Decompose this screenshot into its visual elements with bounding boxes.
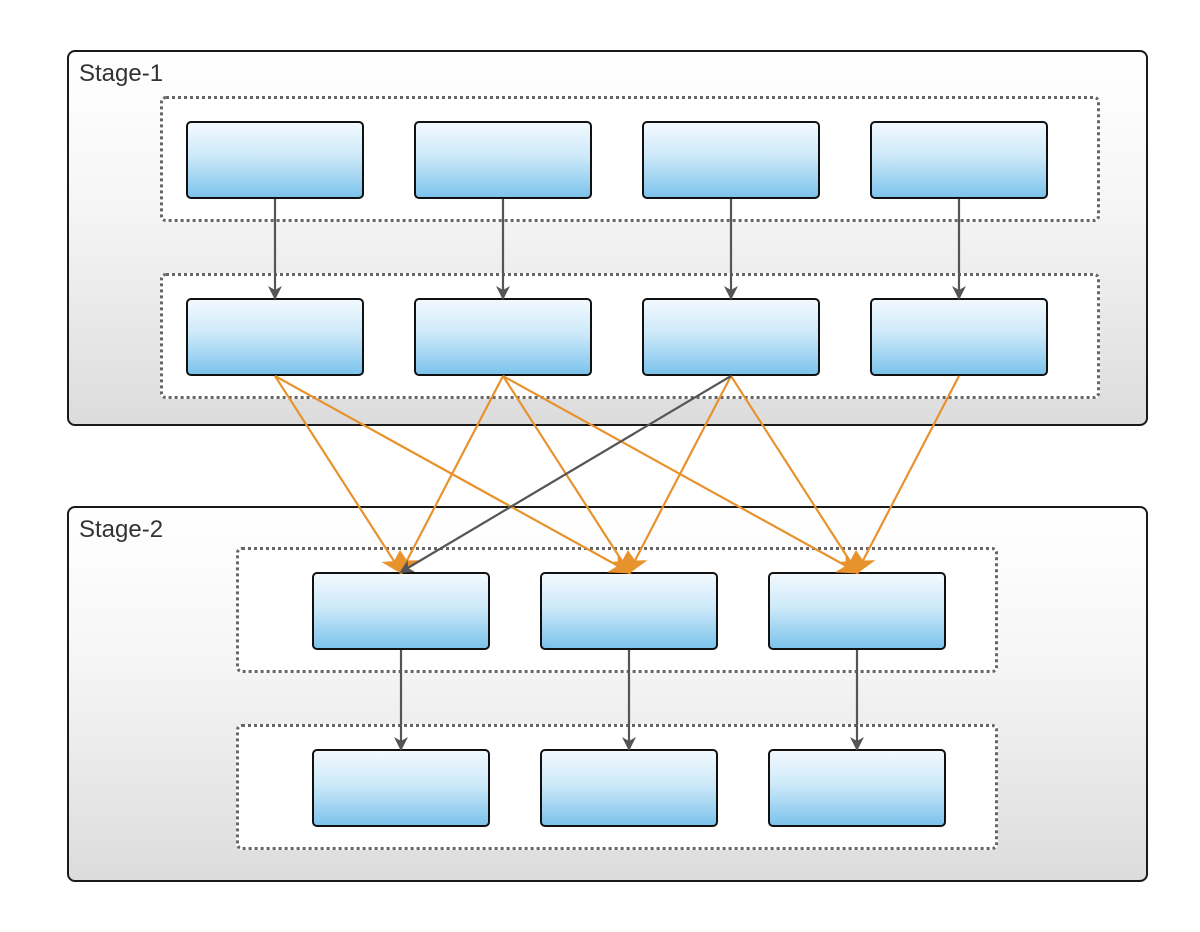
stage-1-row-1-node-4 (870, 121, 1048, 199)
stage-1-row-1-node-2 (414, 121, 592, 199)
stage-2-row-2-node-1 (312, 749, 490, 827)
stage-1-row-1-node-1 (186, 121, 364, 199)
stage-2-row-2-node-2 (540, 749, 718, 827)
stage-1-row-2-node-2 (414, 298, 592, 376)
stage-1-row-2-node-3 (642, 298, 820, 376)
stage-2-row-1-node-1 (312, 572, 490, 650)
stage-1-row-1-node-3 (642, 121, 820, 199)
stage-2-row-1-node-2 (540, 572, 718, 650)
stage-2-title: Stage-2 (79, 516, 164, 543)
stage-2-row-2-node-3 (768, 749, 946, 827)
stage-1-title: Stage-1 (79, 60, 164, 87)
stage-1-row-2-node-1 (186, 298, 364, 376)
stage-1-row-2-node-4 (870, 298, 1048, 376)
stage-2-row-1-node-3 (768, 572, 946, 650)
